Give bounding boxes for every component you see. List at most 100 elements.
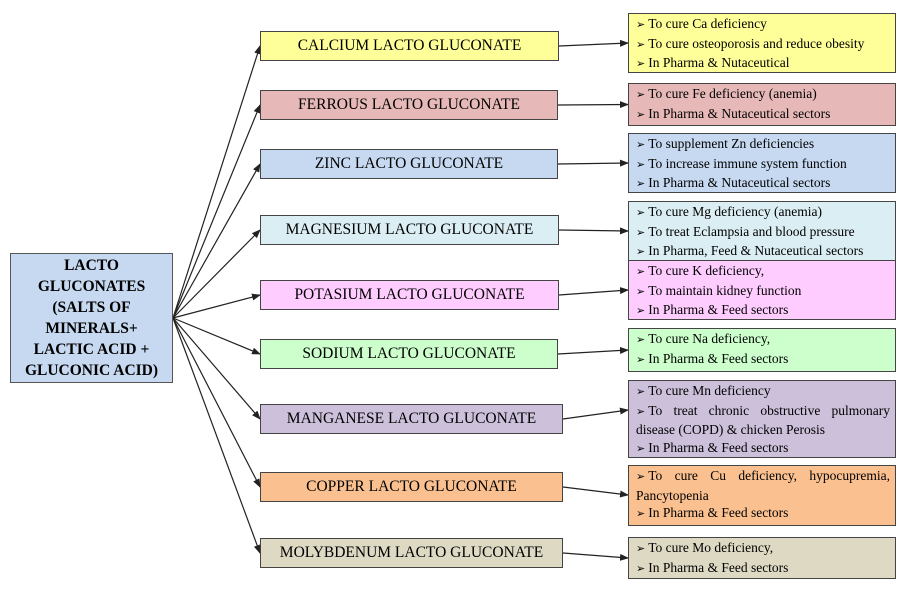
arrow-bullet-icon: ➢ xyxy=(636,305,646,317)
use-bullet: ➢To cure Mn deficiency xyxy=(636,382,890,402)
use-bullet: ➢To cure Cu deficiency, hypocupremia, Pa… xyxy=(636,467,890,504)
use-text: In Pharma & Nutaceutical sectors xyxy=(648,175,831,190)
use-bullet: ➢To cure Mg deficiency (anemia) xyxy=(636,203,890,223)
use-text: In Pharma & Feed sectors xyxy=(648,302,789,317)
root-to-compound-arrow xyxy=(172,317,261,355)
arrow-bullet-icon: ➢ xyxy=(636,246,646,258)
uses-box: ➢To cure Mn deficiency➢To treat chronic … xyxy=(628,380,896,458)
compound-name: CALCIUM LACTO GLUCONATE xyxy=(297,37,522,54)
compound-name: ZINC LACTO GLUCONATE xyxy=(314,155,504,172)
use-bullet: ➢In Pharma & Nutaceutical sectors xyxy=(636,105,890,125)
root-title-line: LACTO xyxy=(64,257,119,274)
use-bullet: ➢To cure Ca deficiency xyxy=(636,15,890,35)
compound-name: MANGANESE LACTO GLUCONATE xyxy=(286,410,537,427)
use-text: To cure osteoporosis and reduce obesity xyxy=(648,35,865,51)
root-title-line: GLUCONATES xyxy=(37,278,146,295)
compound-box: SODIUM LACTO GLUCONATE xyxy=(260,339,558,369)
arrow-bullet-icon: ➢ xyxy=(636,386,646,398)
use-text: To cure Mg deficiency (anemia) xyxy=(648,204,822,219)
use-text: In Pharma & Feed sectors xyxy=(648,505,789,520)
use-text: To cure Fe deficiency (anemia) xyxy=(648,86,817,101)
compound-box: MAGNESIUM LACTO GLUCONATE xyxy=(260,215,559,245)
use-bullet: ➢In Pharma & Feed sectors xyxy=(636,350,890,370)
arrow-bullet-icon: ➢ xyxy=(636,158,646,171)
root-to-compound-arrow xyxy=(172,317,261,554)
use-text: To maintain kidney function xyxy=(648,282,802,298)
arrow-bullet-icon: ➢ xyxy=(636,178,646,190)
uses-box: ➢To cure Cu deficiency, hypocupremia, Pa… xyxy=(628,465,896,526)
compound-to-uses-arrow xyxy=(562,486,629,498)
root-to-compound-arrow xyxy=(172,45,261,319)
use-text: To treat Eclampsia and blood pressure xyxy=(648,223,855,239)
arrow-bullet-icon: ➢ xyxy=(636,471,646,483)
compound-to-uses-arrow xyxy=(558,227,629,235)
compound-box: POTASIUM LACTO GLUCONATE xyxy=(260,280,559,310)
use-bullet: ➢To supplement Zn deficiencies xyxy=(636,135,890,155)
arrow-bullet-icon: ➢ xyxy=(636,207,646,219)
compound-to-uses-arrow xyxy=(558,287,629,296)
use-bullet: ➢In Pharma & Nutaceutical xyxy=(636,54,890,74)
use-text: To supplement Zn deficiencies xyxy=(648,136,815,151)
use-text: To cure Ca deficiency xyxy=(648,16,767,31)
uses-box: ➢To cure Ca deficiency➢To cure osteoporo… xyxy=(628,13,896,73)
compound-to-uses-arrow xyxy=(557,101,629,109)
arrow-bullet-icon: ➢ xyxy=(636,543,646,555)
root-title: LACTO GLUCONATES (SALTS OF MINERALS+ LAC… xyxy=(25,255,158,381)
arrow-bullet-icon: ➢ xyxy=(636,508,646,520)
use-text: To cure Mo deficiency, xyxy=(648,540,774,555)
use-bullet: ➢To cure K deficiency, xyxy=(636,262,890,282)
root-to-compound-arrow xyxy=(172,163,261,319)
use-bullet: ➢In Pharma & Feed sectors xyxy=(636,439,890,459)
root-to-compound-arrow xyxy=(172,317,261,488)
compound-box: FERROUS LACTO GLUCONATE xyxy=(260,90,558,120)
uses-box: ➢To cure Fe deficiency (anemia)➢In Pharm… xyxy=(628,83,896,126)
use-text: In Pharma & Feed sectors xyxy=(648,350,789,366)
root-to-compound-arrow xyxy=(172,293,261,319)
use-bullet: ➢To cure Fe deficiency (anemia) xyxy=(636,85,890,105)
arrow-bullet-icon: ➢ xyxy=(636,108,646,121)
use-bullet: ➢To treat Eclampsia and blood pressure xyxy=(636,223,890,243)
compound-box: CALCIUM LACTO GLUCONATE xyxy=(260,31,559,61)
arrow-bullet-icon: ➢ xyxy=(636,405,646,418)
arrow-bullet-icon: ➢ xyxy=(636,285,646,298)
compound-box: MANGANESE LACTO GLUCONATE xyxy=(260,404,563,434)
arrow-bullet-icon: ➢ xyxy=(636,353,646,366)
use-bullet: ➢In Pharma, Feed & Nutaceutical sectors xyxy=(636,242,890,262)
compound-box: COPPER LACTO GLUCONATE xyxy=(260,472,563,502)
use-text: To cure K deficiency, xyxy=(648,263,765,278)
use-text: To cure Cu deficiency, hypocupremia, Pan… xyxy=(636,468,890,503)
use-text: To cure Na deficiency, xyxy=(648,331,771,346)
uses-box: ➢To cure Na deficiency, ➢In Pharma & Feed… xyxy=(628,328,896,372)
compound-to-uses-arrow xyxy=(562,552,629,561)
use-bullet: ➢To cure Mo deficiency, xyxy=(636,539,890,559)
use-bullet: ➢To cure osteoporosis and reduce obesity xyxy=(636,35,890,55)
use-text: To treat chronic obstructive pulmonary d… xyxy=(636,402,890,438)
use-text: In Pharma & Feed sectors xyxy=(648,439,789,455)
arrow-bullet-icon: ➢ xyxy=(636,19,646,31)
compound-box: MOLYBDENUM LACTO GLUCONATE xyxy=(260,538,563,568)
root-title-line: LACTIC ACID + xyxy=(33,341,150,358)
compound-to-uses-arrow xyxy=(557,159,629,167)
uses-box: ➢To supplement Zn deficiencies➢To increa… xyxy=(628,133,896,193)
uses-box: ➢To cure Mg deficiency (anemia)➢To treat… xyxy=(628,201,896,261)
use-bullet: ➢In Pharma & Feed sectors xyxy=(636,301,890,321)
use-bullet: ➢To increase immune system function xyxy=(636,155,890,175)
root-to-compound-arrow xyxy=(172,229,261,319)
root-to-compound-arrow xyxy=(172,104,261,319)
arrow-bullet-icon: ➢ xyxy=(636,226,646,239)
root-title-line: MINERALS+ xyxy=(45,320,138,337)
compound-name: POTASIUM LACTO GLUCONATE xyxy=(294,286,525,303)
use-text: In Pharma, Feed & Nutaceutical sectors xyxy=(648,243,864,258)
use-text: In Pharma & Nutaceutical sectors xyxy=(648,105,831,121)
root-to-compound-arrow xyxy=(172,317,261,420)
arrow-bullet-icon: ➢ xyxy=(636,442,646,455)
use-bullet: ➢To maintain kidney function xyxy=(636,282,890,302)
arrow-bullet-icon: ➢ xyxy=(636,562,646,575)
compound-name: FERROUS LACTO GLUCONATE xyxy=(298,96,520,113)
root-box: LACTO GLUCONATES (SALTS OF MINERALS+ LAC… xyxy=(10,253,173,383)
use-text: To increase immune system function xyxy=(648,155,847,171)
compound-name: COPPER LACTO GLUCONATE xyxy=(306,478,517,495)
root-title-line: (SALTS OF xyxy=(52,299,131,316)
compound-to-uses-arrow xyxy=(557,346,629,355)
